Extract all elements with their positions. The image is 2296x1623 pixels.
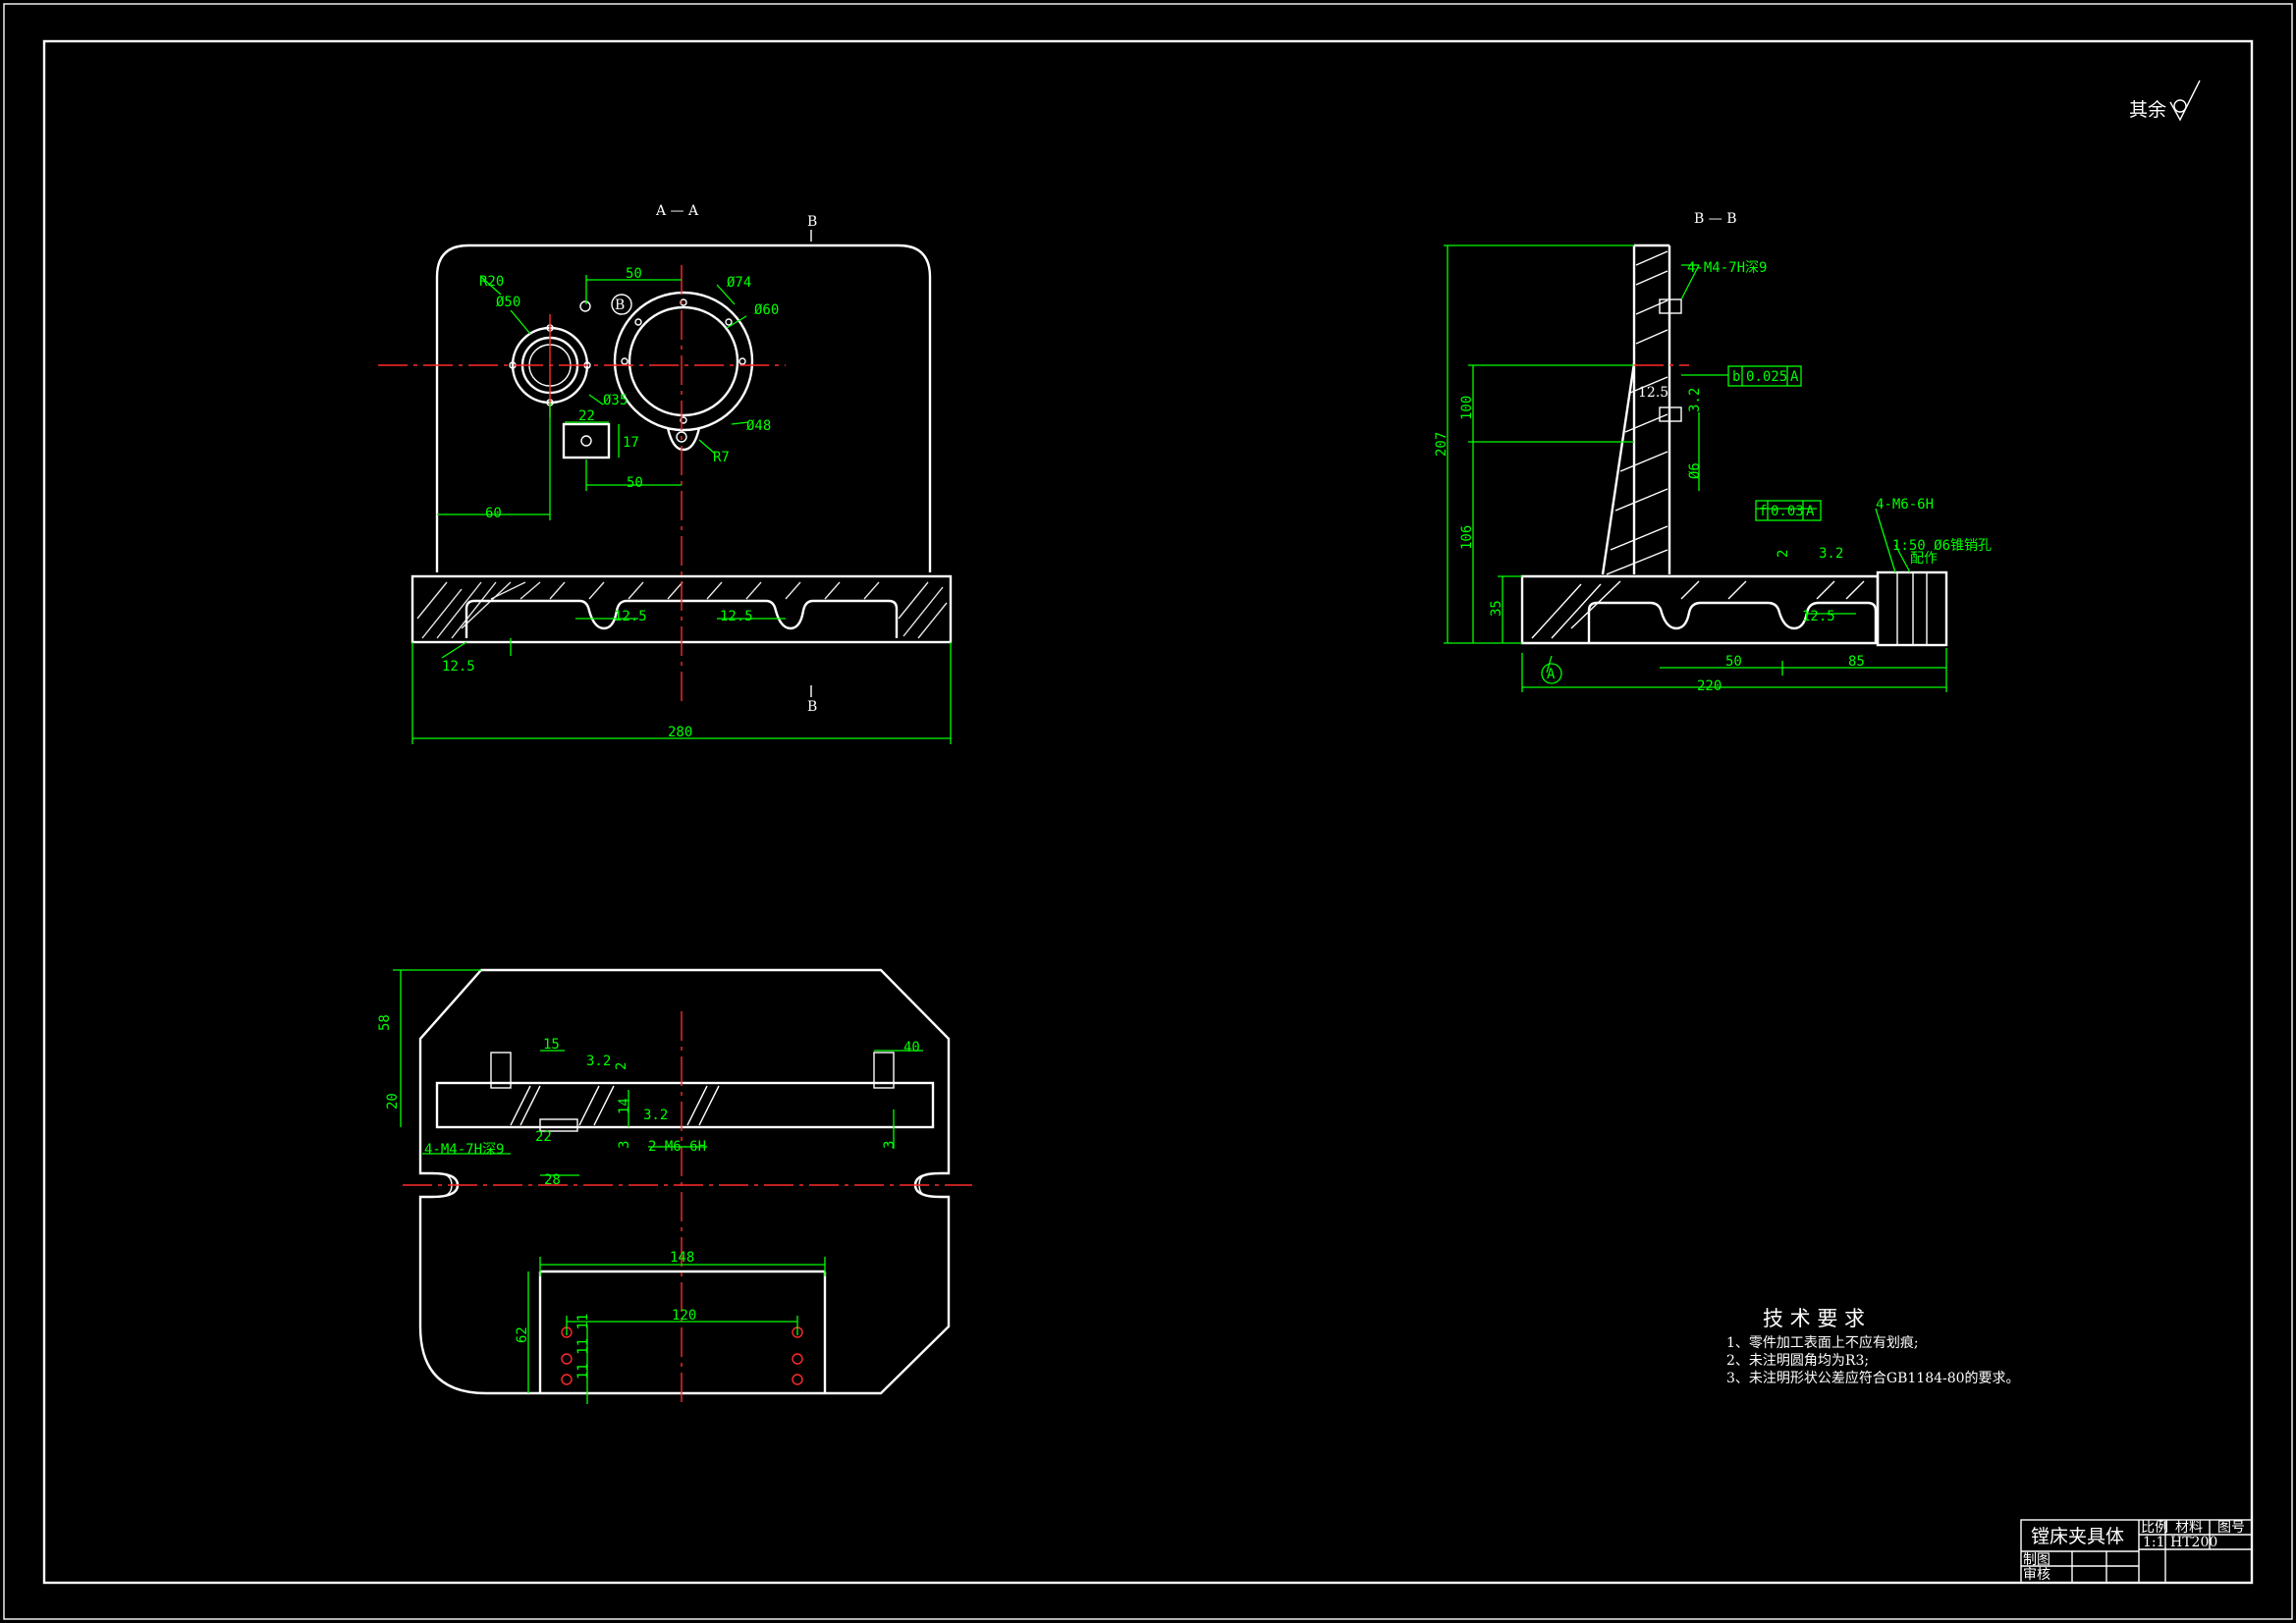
taper-pin: 1:50 Ø6锥销孔 (1892, 538, 1992, 554)
checked-label: 审核 (2023, 1567, 2050, 1583)
view-label-bb: B — B (1694, 211, 1736, 227)
large-bore-outer (613, 291, 754, 432)
dim-11: 11 11 11 (575, 1314, 591, 1380)
tolerance-frame-2: f 0.03 A (1755, 500, 1822, 521)
roughness-12-5-b: 12.5 (720, 609, 753, 624)
dim-d50: Ø50 (496, 295, 520, 310)
dim-2-side: 2 (1776, 550, 1791, 558)
view-section-bb: B — B (1434, 211, 1992, 694)
technical-requirements: 技 术 要 求 1、零件加工表面上不应有划痕; 2、未注明圆角均为R3; 3、未… (1726, 1307, 2020, 1386)
dim-28: 28 (544, 1172, 561, 1188)
side-lug (1876, 570, 1948, 647)
tech-req-1: 1、零件加工表面上不应有划痕; (1726, 1334, 1919, 1351)
dim-22b: 22 (535, 1129, 552, 1145)
cut-mark-b-top: B (807, 214, 817, 230)
dim-85: 85 (1848, 654, 1865, 670)
inner-frame (42, 39, 2254, 1585)
scale-label: 比例 (2141, 1520, 2168, 1536)
top-rail (435, 1081, 935, 1129)
scale-value: 1:1 (2143, 1535, 2165, 1550)
dim-120: 120 (672, 1308, 696, 1324)
datum-b: B (615, 298, 625, 313)
tol1-value: 0.025 (1746, 369, 1787, 385)
dim-3-a: 3 (617, 1141, 632, 1149)
dim-220: 220 (1697, 678, 1722, 694)
dim-15: 15 (543, 1037, 560, 1053)
tech-title: 技 术 要 求 (1763, 1307, 1865, 1330)
tol2-value: 0.03 (1771, 504, 1804, 519)
material-value: HT200 (2170, 1535, 2217, 1550)
pocket (538, 1270, 827, 1393)
dim-50-top: 50 (626, 266, 642, 282)
thread-m6-side: 4-M6-6H (1876, 497, 1934, 513)
base-slot (465, 599, 899, 638)
dim-50-side: 50 (1725, 654, 1742, 670)
roughness-12-5-side: 12.5 (1638, 385, 1668, 401)
view-section-aa: A — A B B (378, 203, 953, 744)
tolerance-frame-1: b 0.025 A (1727, 365, 1802, 387)
dim-280: 280 (668, 725, 692, 740)
dim-d74: Ø74 (727, 275, 751, 291)
dim-d35: Ø35 (603, 393, 628, 408)
large-bore-inner (628, 305, 739, 417)
title-block: 镗床夹具体 比例 材料 图号 1:1 HT200 制图 审核 (2020, 1519, 2253, 1584)
cut-mark-b-bottom: B (807, 699, 817, 715)
square-block (562, 422, 611, 460)
dim-r20: R20 (479, 274, 504, 290)
dim-d48: Ø48 (746, 418, 771, 434)
lug (666, 427, 701, 452)
roughness-3-2-a: 3.2 (586, 1054, 611, 1069)
dim-35: 35 (1489, 600, 1504, 617)
upright-plate-outline (435, 243, 932, 572)
dim-207: 207 (1434, 432, 1449, 457)
dim-40: 40 (903, 1040, 920, 1055)
part-name: 镗床夹具体 (2031, 1526, 2124, 1547)
dim-60: 60 (485, 506, 502, 521)
dim-58: 58 (377, 1014, 393, 1031)
roughness-note-text: 其余 (2129, 99, 2166, 121)
dim-2: 2 (614, 1062, 629, 1070)
pin-note: 配作 (1910, 551, 1938, 567)
roughness-12-5-side-b: 12.5 (1802, 609, 1835, 624)
tol2-symbol: f (1759, 504, 1767, 519)
view-label-aa: A — A (655, 203, 699, 219)
dim-d60: Ø60 (754, 302, 779, 318)
dim-3-b: 3 (882, 1141, 898, 1149)
drawn-label: 制图 (2023, 1552, 2050, 1568)
dim-r7: R7 (713, 450, 730, 465)
view-top: 58 20 15 3.2 2 40 14 3.2 3 3 28 22 4-M4-… (377, 968, 972, 1404)
dim-14: 14 (617, 1098, 632, 1114)
drawing-no-label: 图号 (2217, 1520, 2245, 1536)
roughness-3-2-side-b: 3.2 (1819, 546, 1843, 562)
dim-20: 20 (385, 1093, 401, 1109)
dim-148: 148 (670, 1250, 694, 1266)
thread-m4: 4-M4-7H深9 (424, 1142, 504, 1158)
dim-22: 22 (578, 408, 595, 424)
roughness-3-2-side: 3.2 (1687, 388, 1703, 412)
tol2-ref: A (1806, 504, 1815, 519)
roughness-12-5-a: 12.5 (614, 609, 647, 624)
datum-a: A (1547, 667, 1556, 682)
dim-d6: Ø6 (1687, 462, 1703, 479)
roughness-note: 其余 (2129, 80, 2201, 122)
tech-req-2: 2、未注明圆角均为R3; (1726, 1353, 1869, 1369)
tech-req-3: 3、未注明形状公差应符合GB1184-80的要求。 (1726, 1370, 2020, 1386)
tol1-symbol: b (1732, 369, 1740, 385)
thread-m6: 2-M6-6H (648, 1139, 706, 1155)
dim-50-bottom: 50 (627, 475, 643, 491)
thread-m4-side: 4-M4-7H深9 (1687, 260, 1767, 276)
top-outline (418, 968, 951, 1395)
material-label: 材料 (2175, 1520, 2203, 1536)
dim-17: 17 (623, 435, 639, 451)
dim-100: 100 (1459, 396, 1475, 420)
tol1-ref: A (1790, 369, 1799, 385)
outer-frame (3, 3, 2293, 1620)
dim-106: 106 (1459, 525, 1475, 550)
roughness-3-2-b: 3.2 (643, 1108, 668, 1123)
roughness-12-5-c: 12.5 (442, 659, 475, 675)
dim-62: 62 (515, 1326, 530, 1343)
